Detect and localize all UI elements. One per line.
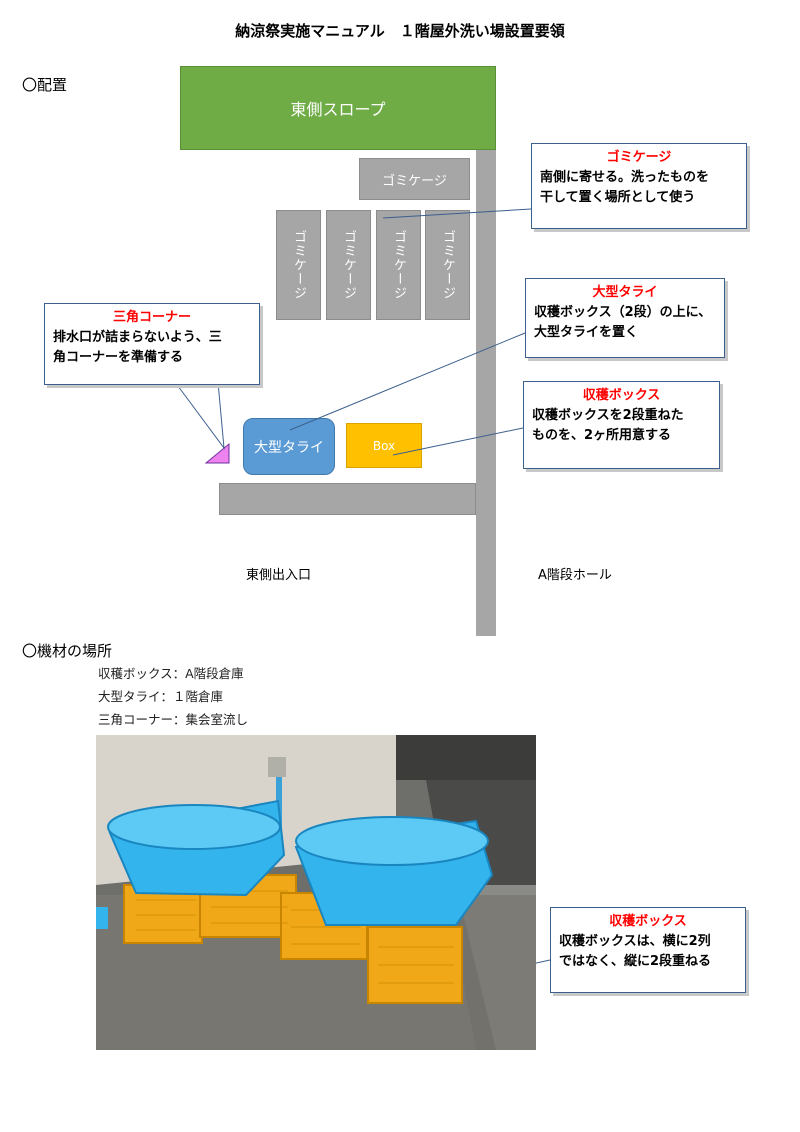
equipment-item-triangle-corner: 三角コーナー：集会室流し: [98, 712, 249, 727]
equipment-item-large-tub: 大型タライ：１階倉庫: [98, 689, 224, 704]
corner-callout-tail: [174, 381, 225, 450]
corridor-wall-horizontal: [219, 483, 476, 515]
garbage-cage-horizontal: ゴミケージ: [359, 158, 470, 200]
garbage-cage-4: ゴミケージ: [425, 210, 470, 320]
garbage-cage-3: ゴミケージ: [376, 210, 421, 320]
setup-photo-illustration: [96, 735, 536, 1050]
callout-garbage-cage: ゴミケージ 南側に寄せる。洗ったものを 干して置く場所として使う: [531, 143, 747, 229]
large-tub: 大型タライ: [243, 418, 335, 475]
callout-triangle-corner: 三角コーナー 排水口が詰まらないよう、三 角コーナーを準備する: [44, 303, 260, 385]
callout-photo-harvest-box: 収穫ボックス 収穫ボックスは、横に2列 ではなく、縦に2段重ねる: [550, 907, 746, 993]
equipment-item-harvest-box: 収穫ボックス：A階段倉庫: [98, 666, 244, 681]
east-slope: 東側スロープ: [180, 66, 496, 150]
callout-large-tub: 大型タライ 収穫ボックス（2段）の上に、 大型タライを置く: [525, 278, 725, 358]
page-title: 納涼祭実施マニュアル １階屋外洗い場設置要領: [235, 22, 565, 40]
setup-photo: [96, 735, 536, 1050]
equipment-list: 収穫ボックス：A階段倉庫 大型タライ：１階倉庫 三角コーナー：集会室流し: [98, 662, 248, 731]
callout-harvest-box: 収穫ボックス 収穫ボックスを2段重ねた ものを、2ヶ所用意する: [523, 381, 720, 469]
garbage-cage-2: ゴミケージ: [326, 210, 371, 320]
corridor-wall-vertical: [476, 150, 496, 636]
harvest-box: Box: [346, 423, 422, 468]
east-entrance-label: 東側出入口: [246, 568, 312, 583]
triangle-corner-shape: [204, 442, 230, 464]
garbage-cage-1: ゴミケージ: [276, 210, 321, 320]
section-layout-heading: 〇配置: [22, 76, 68, 94]
section-equipment-heading: 〇機材の場所: [22, 642, 113, 660]
stairs-hall-label: A階段ホール: [538, 568, 612, 583]
east-slope-label: 東側スロープ: [290, 100, 386, 119]
